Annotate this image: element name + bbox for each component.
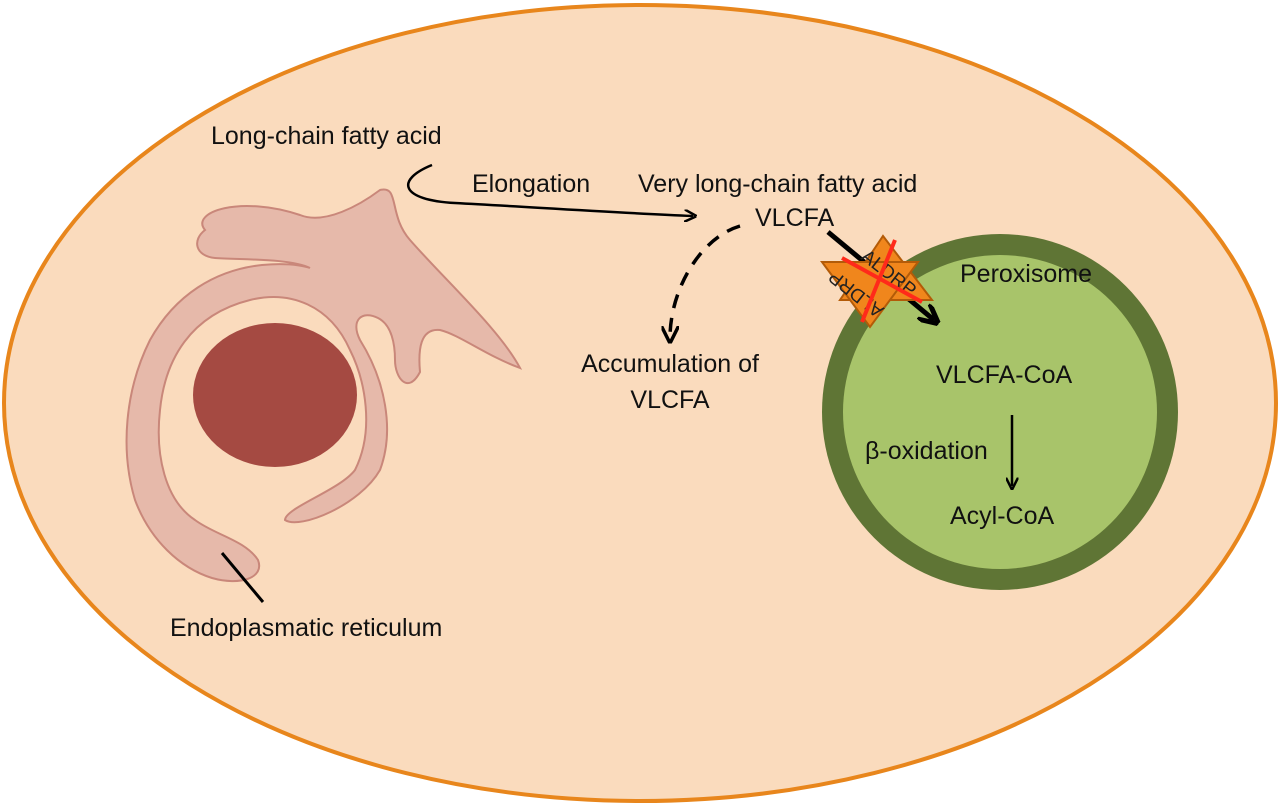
vlcfa-label: VLCFA [755, 204, 835, 232]
vlcfa-coa-label: VLCFA-CoA [936, 361, 1072, 389]
endoplasmic-reticulum [125, 188, 523, 583]
nucleus [193, 323, 357, 467]
transporter-triangle-b [820, 261, 920, 329]
aldrp-transporter: ALDRP ALDRP [820, 234, 935, 329]
acyl-coa-label: Acyl-CoA [950, 502, 1055, 530]
long-chain-fatty-acid-label: Long-chain fatty acid [211, 122, 442, 150]
accumulation-label-line1: Accumulation of [581, 350, 759, 378]
accumulation-arrow [670, 224, 741, 338]
accumulation-label-line2: VLCFA [630, 386, 710, 414]
beta-oxidation-label: β-oxidation [865, 437, 988, 465]
blocked-cross-line-1 [841, 256, 923, 304]
very-long-chain-fatty-acid-label: Very long-chain fatty acid [638, 170, 917, 198]
peroxisome-lumen [843, 255, 1157, 569]
endoplasmatic-reticulum-label: Endoplasmatic reticulum [170, 614, 442, 642]
elongation-label: Elongation [472, 170, 590, 198]
peroxisome-label: Peroxisome [960, 260, 1092, 288]
er-pointer-line [220, 552, 265, 603]
elongation-arrow [407, 163, 693, 216]
blocked-cross-line-2 [860, 239, 897, 323]
cell-membrane [2, 3, 1278, 803]
